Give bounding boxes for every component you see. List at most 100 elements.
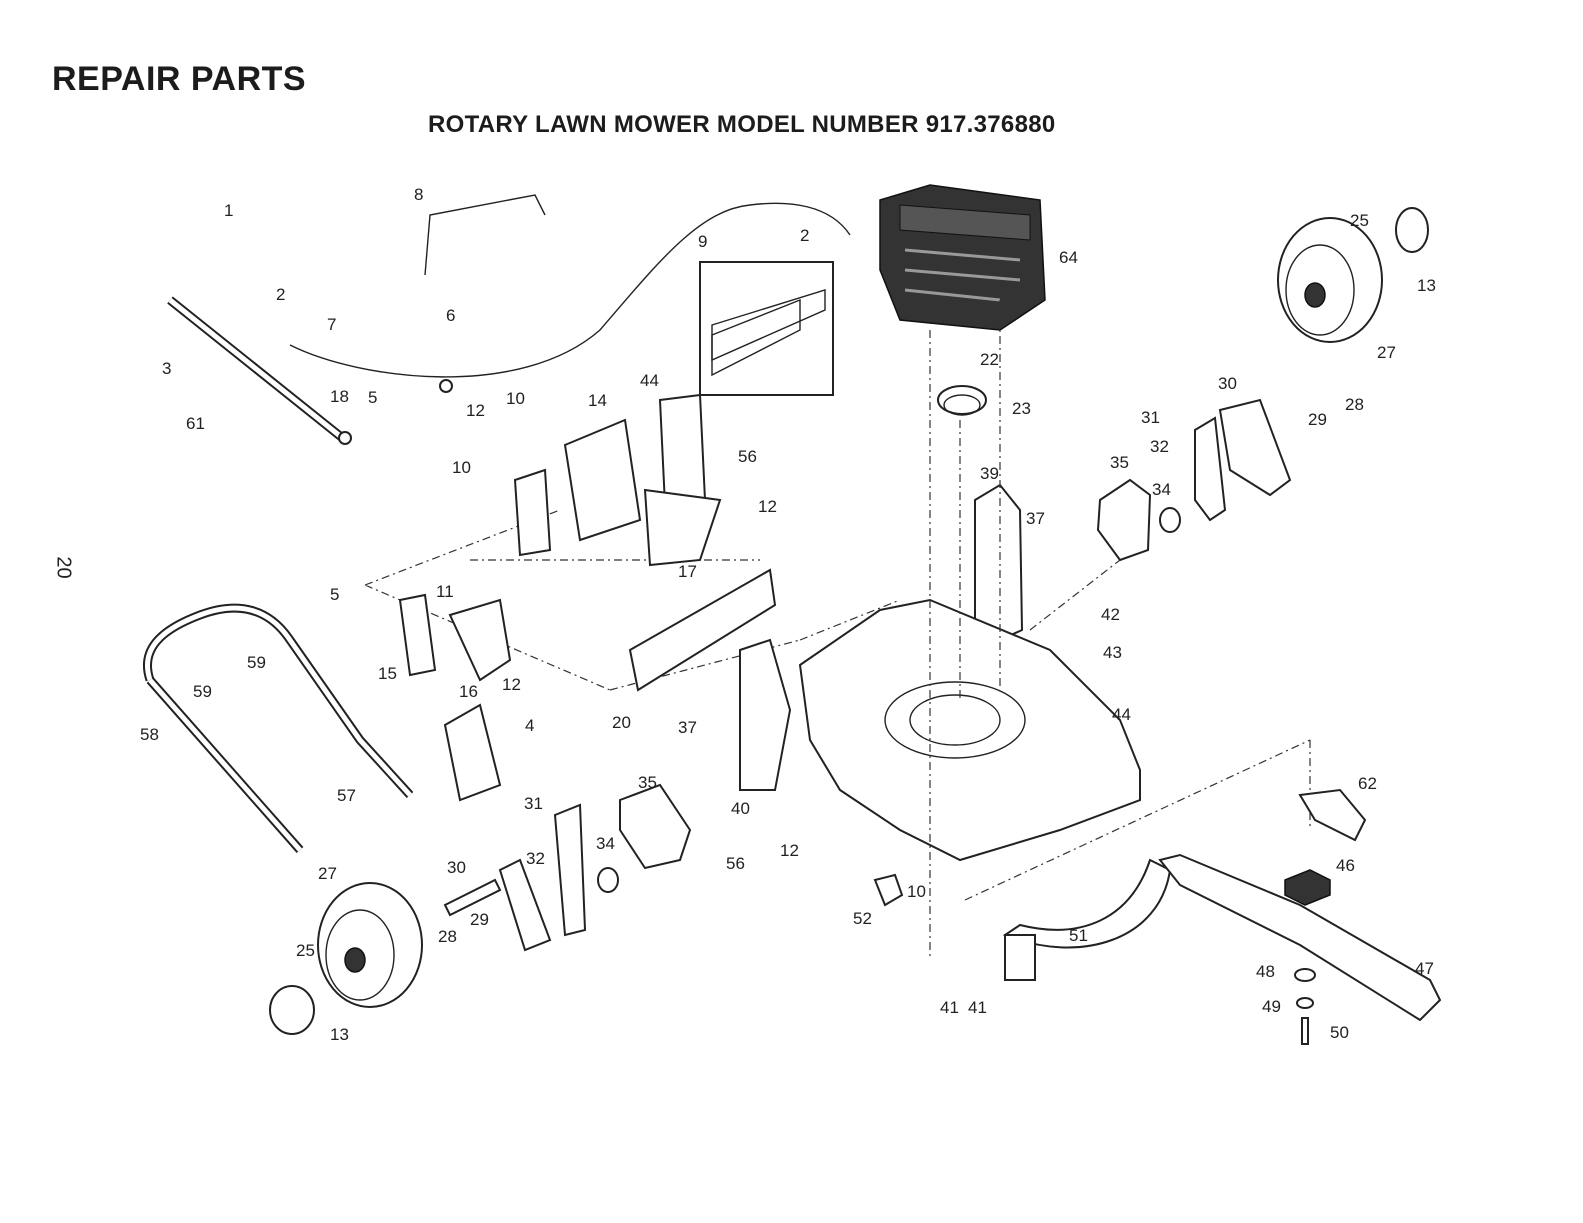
part-label: 31 — [524, 794, 543, 813]
part-label: 20 — [612, 713, 631, 732]
height-lever-left — [555, 805, 585, 935]
part-label: 56 — [738, 447, 757, 466]
part-label: 10 — [907, 882, 926, 901]
bail-wire — [425, 195, 545, 275]
part-label: 13 — [1417, 276, 1436, 295]
part-label: 6 — [446, 306, 455, 325]
part-label: 7 — [327, 315, 336, 334]
part-label: 2 — [276, 285, 285, 304]
part-label: 41 — [968, 998, 987, 1017]
part-label: 32 — [1150, 437, 1169, 456]
part-label: 62 — [1358, 774, 1377, 793]
part-label: 37 — [678, 718, 697, 737]
front-wheel-left — [318, 883, 422, 1007]
part-label: 10 — [506, 389, 525, 408]
part-label: 35 — [1110, 453, 1129, 472]
hubcap-right — [1396, 208, 1428, 252]
part-label: 15 — [378, 664, 397, 683]
part-label: 13 — [330, 1025, 349, 1044]
part-label: 56 — [726, 854, 745, 873]
part-label: 18 — [330, 387, 349, 406]
part-label: 52 — [853, 909, 872, 928]
part-label: 25 — [296, 941, 315, 960]
part-label: 34 — [1152, 480, 1171, 499]
part-label: 12 — [780, 841, 799, 860]
part-label: 59 — [193, 682, 212, 701]
part-label: 17 — [678, 562, 697, 581]
rear-wheel-right — [1278, 218, 1382, 342]
part-label: 12 — [466, 401, 485, 420]
part-label: 16 — [459, 682, 478, 701]
part-label: 30 — [1218, 374, 1237, 393]
part-label: 12 — [502, 675, 521, 694]
part-label: 42 — [1101, 605, 1120, 624]
part-label: 59 — [247, 653, 266, 672]
bracket-16 — [450, 600, 510, 680]
part-label: 48 — [1256, 962, 1275, 981]
part-label: 46 — [1336, 856, 1355, 875]
part-label: 29 — [470, 910, 489, 929]
part-label: 31 — [1141, 408, 1160, 427]
part-label: 25 — [1350, 211, 1369, 230]
part-52 — [875, 875, 902, 905]
part-label: 50 — [1330, 1023, 1349, 1042]
part-label: 44 — [640, 371, 659, 390]
height-adjust-bracket-right — [1220, 400, 1290, 495]
washer-48 — [1295, 969, 1315, 981]
part-label: 35 — [638, 773, 657, 792]
blade-adapter — [1285, 870, 1330, 905]
part-label: 30 — [447, 858, 466, 877]
part-label: 9 — [698, 232, 707, 251]
wheel-plate-right — [1098, 480, 1150, 560]
part-label: 43 — [1103, 643, 1122, 662]
part-label: 11 — [436, 582, 454, 601]
part-label: 5 — [368, 388, 377, 407]
part-label: 28 — [1345, 395, 1364, 414]
bracket-40 — [740, 640, 790, 790]
part-label: 47 — [1415, 959, 1434, 978]
mower-deck — [800, 600, 1140, 860]
part-label: 28 — [438, 927, 457, 946]
part-label: 14 — [588, 391, 607, 410]
part-label: 40 — [731, 799, 750, 818]
part-9-inset — [700, 262, 833, 395]
wheel-plate-left — [620, 785, 690, 868]
part-label: 49 — [1262, 997, 1281, 1016]
engine — [880, 185, 1045, 330]
part-label: 8 — [414, 185, 423, 204]
part-label: 23 — [1012, 399, 1031, 418]
part-label: 22 — [980, 350, 999, 369]
part-label: 61 — [186, 414, 205, 433]
part-label: 10 — [452, 458, 471, 477]
chute-bracket — [565, 420, 640, 540]
bracket-15 — [400, 595, 435, 675]
part-label: 29 — [1308, 410, 1327, 429]
lower-handle — [147, 608, 410, 850]
part-4 — [445, 705, 500, 800]
part-label: 3 — [162, 359, 171, 378]
washer-49 — [1297, 998, 1313, 1008]
rear-bracket — [975, 485, 1022, 640]
part-label: 41 — [940, 998, 959, 1017]
part-label: 27 — [1377, 343, 1396, 362]
part-label: 5 — [330, 585, 339, 604]
hubcap-left — [270, 986, 314, 1034]
part-label: 64 — [1059, 248, 1078, 267]
part-label: 2 — [800, 226, 809, 245]
part-label: 44 — [1112, 705, 1131, 724]
part-label: 37 — [1026, 509, 1045, 528]
part-label: 51 — [1069, 926, 1088, 945]
upper-handle — [168, 202, 452, 444]
part-label: 1 — [224, 201, 233, 220]
part-label: 34 — [596, 834, 615, 853]
part-label: 58 — [140, 725, 159, 744]
part-label: 12 — [758, 497, 777, 516]
part-label: 39 — [980, 464, 999, 483]
part-label: 32 — [526, 849, 545, 868]
part-label: 57 — [337, 786, 356, 805]
blade-bolt — [1302, 1018, 1308, 1044]
part-label: 4 — [525, 716, 534, 735]
part-label: 27 — [318, 864, 337, 883]
